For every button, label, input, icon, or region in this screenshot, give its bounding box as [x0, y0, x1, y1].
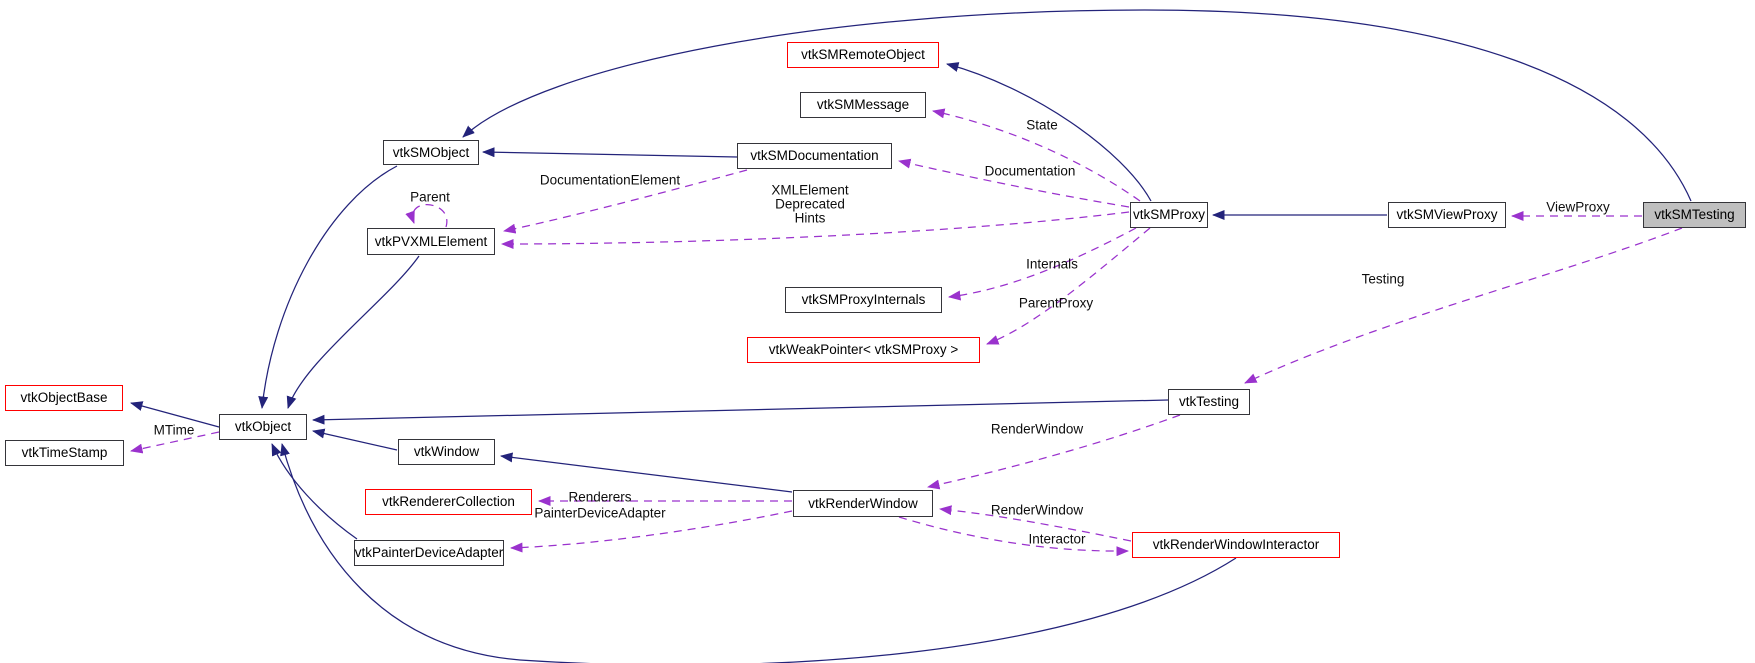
- node-vtkObject[interactable]: vtkObject: [219, 414, 307, 440]
- edge-inherit-vtkRenderWindowInteractor-vtkObject: [280, 443, 1237, 663]
- edge-label-painterdeviceadapter: PainterDeviceAdapter: [534, 505, 666, 521]
- node-vtkSMDocumentation[interactable]: vtkSMDocumentation: [737, 143, 892, 169]
- node-vtkSMViewProxy[interactable]: vtkSMViewProxy: [1388, 202, 1506, 228]
- node-vtkSMObject[interactable]: vtkSMObject: [383, 140, 479, 165]
- edge-usage-renderwindow-from-interactor: [939, 505, 1132, 542]
- edge-label-interactor: Interactor: [1028, 531, 1086, 547]
- node-vtkWindow[interactable]: vtkWindow: [398, 439, 495, 465]
- edge-inherit-vtkRenderWindow-vtkWindow: [500, 452, 793, 493]
- edge-label-internals: Internals: [1026, 256, 1078, 272]
- edge-inherit-vtkSMObject-vtkObject: [258, 165, 398, 409]
- edge-usage-parentproxy: [986, 227, 1151, 345]
- edge-usage-documentation: [898, 158, 1130, 208]
- edge-inherit-vtkPVXMLElement-vtkObject: [286, 255, 420, 409]
- node-vtkWeakPointer-vtkSMProxy[interactable]: vtkWeakPointer< vtkSMProxy >: [747, 337, 980, 363]
- edge-label-mtime: MTime: [153, 422, 195, 438]
- edge-usage-internals: [948, 227, 1137, 301]
- edge-usage-testing: [1244, 227, 1683, 384]
- edge-usage-mtime: [130, 431, 220, 454]
- node-vtkPVXMLElement[interactable]: vtkPVXMLElement: [367, 228, 495, 255]
- edge-label-xmlelement-line2: Deprecated: [775, 196, 845, 212]
- node-vtkRenderWindow[interactable]: vtkRenderWindow: [793, 490, 933, 517]
- edge-inherit-vtkSMTesting-vtkSMObject: [462, 9, 1692, 202]
- node-vtkTimeStamp[interactable]: vtkTimeStamp: [5, 440, 124, 466]
- edge-usage-painterdeviceadapter: [510, 510, 793, 553]
- node-vtkSMRemoteObject[interactable]: vtkSMRemoteObject: [787, 42, 939, 68]
- edge-inherit-vtkSMProxy-vtkSMRemoteObject: [946, 62, 1152, 202]
- edge-label-renderwindow-upper: RenderWindow: [990, 421, 1084, 437]
- edge-label-testing: Testing: [1361, 271, 1405, 287]
- node-vtkRenderWindowInteractor[interactable]: vtkRenderWindowInteractor: [1132, 532, 1340, 558]
- edge-inherit-vtkPainterDeviceAdapter-vtkObject: [271, 443, 358, 540]
- edge-usage-documentationelement: [503, 169, 748, 234]
- edge-label-documentation: Documentation: [984, 163, 1076, 179]
- node-vtkSMProxy[interactable]: vtkSMProxy: [1130, 202, 1208, 228]
- edge-usage-state: [932, 108, 1141, 202]
- edge-usage-parent-selfloop: [405, 204, 448, 228]
- edge-usage-renderwindow-from-testing: [927, 414, 1181, 490]
- edge-label-parentproxy: ParentProxy: [1018, 295, 1094, 311]
- node-vtkTesting[interactable]: vtkTesting: [1168, 389, 1250, 415]
- edge-label-renderers: Renderers: [568, 489, 632, 505]
- edge-inherit-vtkSMDocumentation-vtkSMObject: [482, 147, 738, 158]
- edge-usage-interactor: [898, 516, 1129, 557]
- edge-label-renderwindow-lower: RenderWindow: [990, 502, 1084, 518]
- edge-label-viewproxy: ViewProxy: [1546, 199, 1610, 215]
- node-vtkPainterDeviceAdapter[interactable]: vtkPainterDeviceAdapter: [354, 540, 504, 566]
- edge-label-documentationelement: DocumentationElement: [539, 172, 681, 188]
- edge-inherit-vtkTesting-vtkObject: [312, 399, 1169, 425]
- edge-label-parent: Parent: [410, 189, 450, 205]
- node-vtkObjectBase[interactable]: vtkObjectBase: [5, 385, 123, 411]
- node-vtkSMMessage[interactable]: vtkSMMessage: [800, 92, 926, 118]
- edge-label-xmlelement-line3: Hints: [794, 210, 826, 226]
- node-vtkSMProxyInternals[interactable]: vtkSMProxyInternals: [785, 287, 942, 313]
- edge-label-state: State: [1026, 117, 1058, 133]
- node-vtkSMTesting: vtkSMTesting: [1643, 202, 1746, 228]
- edge-label-xmlelement-line1: XMLElement: [771, 182, 849, 198]
- edge-inherit-vtkWindow-vtkObject: [312, 428, 398, 451]
- node-vtkRendererCollection[interactable]: vtkRendererCollection: [365, 489, 532, 515]
- edge-inherit-vtkObject-vtkObjectBase: [130, 401, 220, 428]
